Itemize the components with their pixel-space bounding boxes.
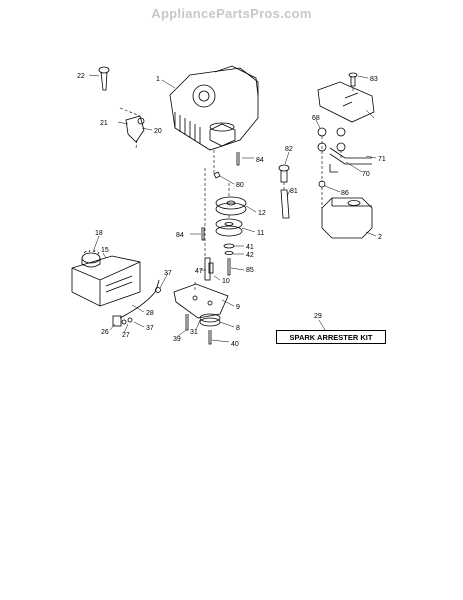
shaft[interactable] [204,257,214,281]
callout-20: 20 [154,128,162,135]
callout-9: 9 [236,304,240,311]
bracket[interactable] [125,115,145,143]
callout-37-lower: 37 [146,325,154,332]
fuel-shutoff[interactable] [112,315,133,327]
callout-47: 47 [195,268,203,275]
callout-71: 71 [378,156,386,163]
dipstick-cap[interactable] [98,66,110,91]
callout-85: 85 [246,267,254,274]
callout-41: 41 [246,244,254,251]
callout-70: 70 [362,171,370,178]
callout-37-upper: 37 [164,270,172,277]
callout-2: 2 [378,234,382,241]
fuel-line[interactable] [119,279,160,319]
callout-31: 31 [190,329,198,336]
callout-86: 86 [341,190,349,197]
washers[interactable] [223,243,235,255]
heat-shield[interactable] [317,81,375,123]
key-80[interactable] [213,171,221,179]
callout-15: 15 [101,247,109,254]
callout-27: 27 [122,332,130,339]
pulley[interactable] [215,196,247,216]
callout-29: 29 [314,313,322,320]
spark-plug[interactable] [278,164,290,219]
muffler[interactable] [321,197,373,239]
callout-39: 39 [173,336,181,343]
bolt-83[interactable] [348,72,358,87]
callout-68: 68 [312,115,320,122]
callout-12: 12 [258,210,266,217]
callout-83: 83 [370,76,378,83]
bolt-40[interactable] [208,330,212,345]
callout-8: 8 [236,325,240,332]
exhaust-pipe[interactable] [329,147,372,173]
callout-10: 10 [222,278,230,285]
callout-42: 42 [246,252,254,259]
engine[interactable] [169,65,259,151]
fuel-cap[interactable] [81,249,101,268]
callout-26: 26 [101,329,109,336]
callout-22: 22 [77,73,85,80]
bolt-39[interactable] [185,314,189,331]
callout-81: 81 [290,188,298,195]
callout-80: 80 [236,182,244,189]
callout-18: 18 [95,230,103,237]
fuel-tank[interactable] [71,255,141,307]
callout-28: 28 [146,310,154,317]
clutch[interactable] [215,218,243,237]
callout-21: 21 [100,120,108,127]
watermark: AppliancePartsPros.com [151,6,312,21]
spark-arrester-kit-label[interactable]: SPARK ARRESTER KIT [276,330,386,344]
callout-82: 82 [285,146,293,153]
mount-plate[interactable] [173,283,229,319]
callout-1: 1 [156,76,160,83]
clamp-37[interactable] [155,287,161,293]
callout-40: 40 [231,341,239,348]
callout-84-upper: 84 [256,157,264,164]
bolt-84-upper[interactable] [236,152,240,166]
bolt-85[interactable] [227,258,231,276]
callout-84-left: 84 [176,232,184,239]
callout-11: 11 [257,230,264,237]
bolt-84-left[interactable] [201,227,205,241]
